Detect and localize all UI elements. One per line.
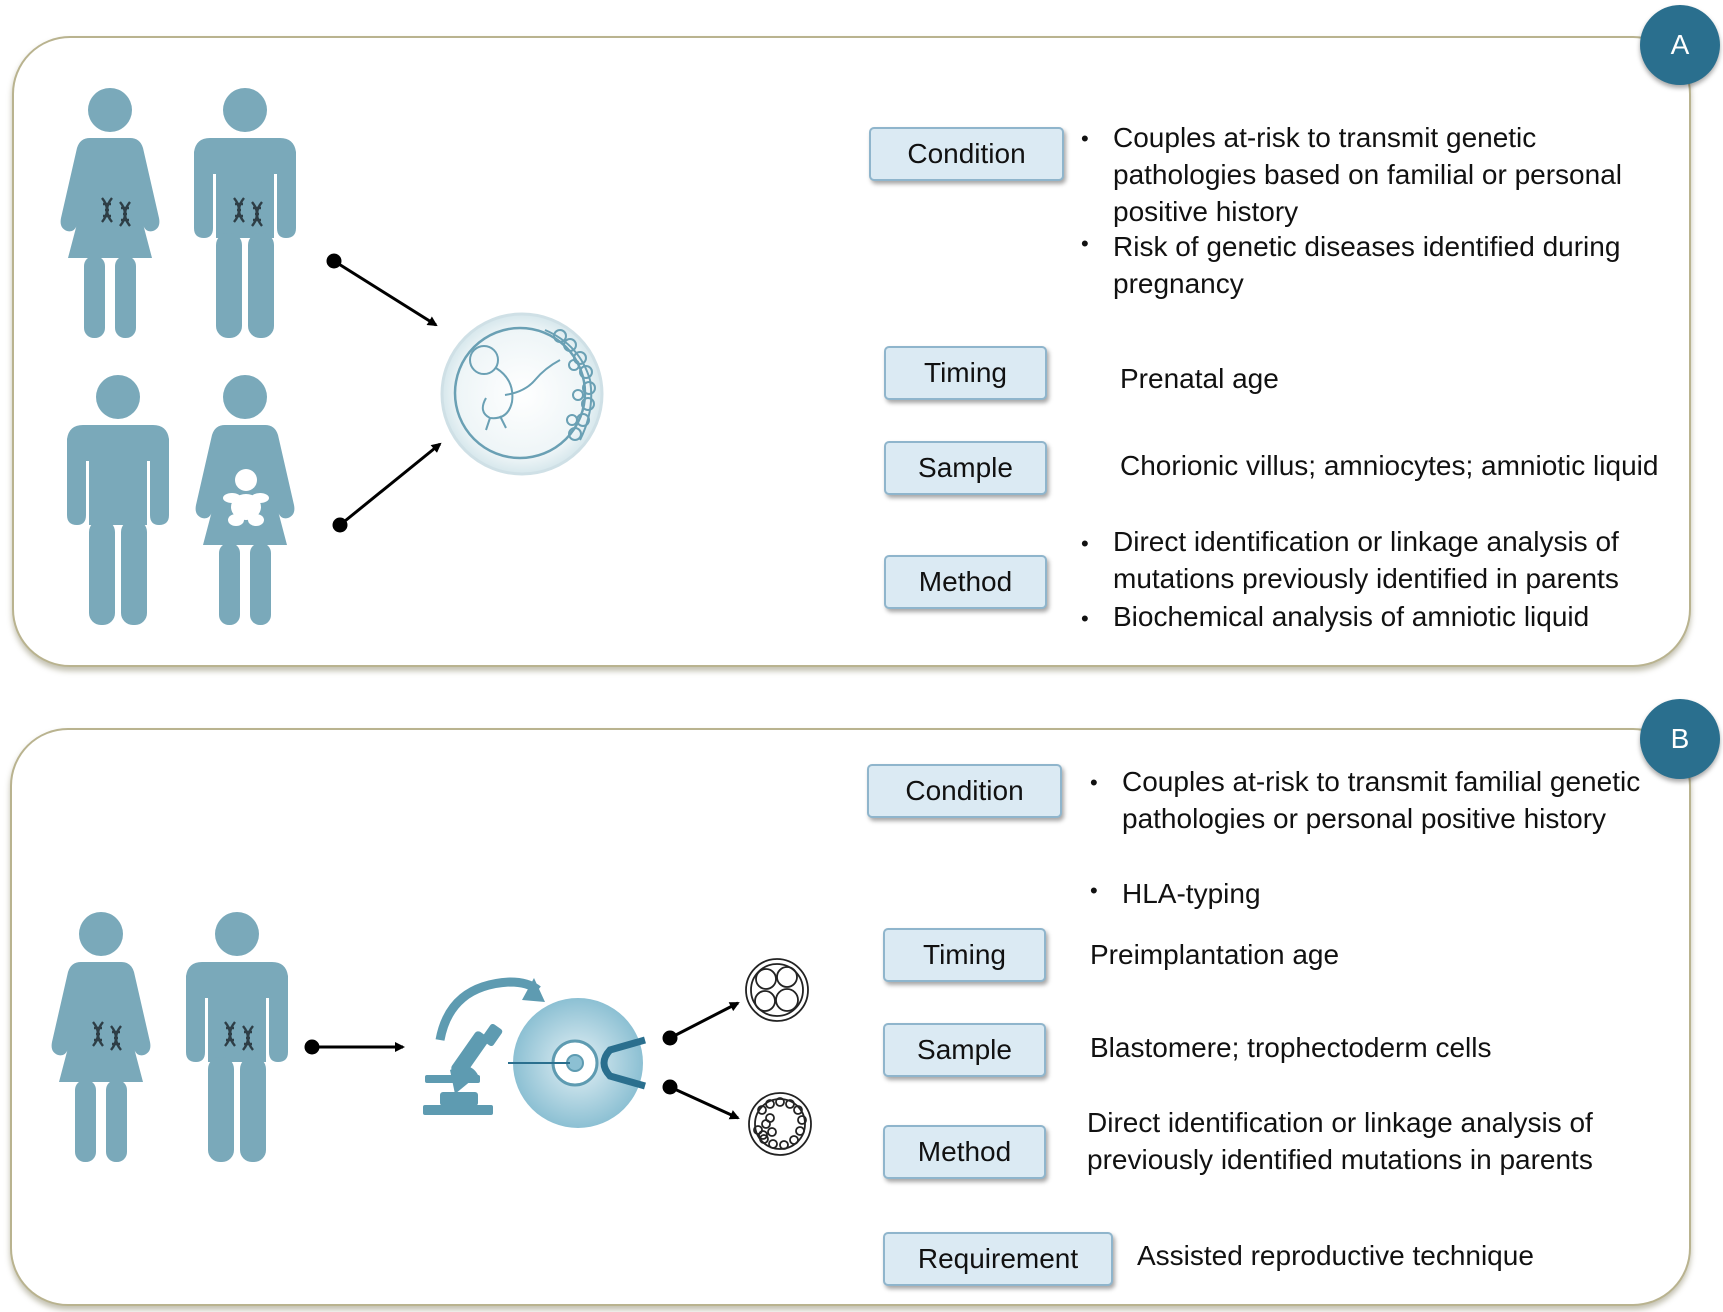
- method-item-a1: Direct identification or linkage analysi…: [1113, 526, 1619, 594]
- timing-value-b: Preimplantation age: [1090, 939, 1340, 970]
- bullet-marker: •: [1081, 126, 1089, 151]
- baby-icon: [223, 469, 269, 526]
- panel-a-badge: A: [1640, 5, 1720, 85]
- condition-item-b2: HLA-typing: [1122, 878, 1261, 909]
- bullet-marker: •: [1081, 606, 1089, 631]
- method-item-a2: Biochemical analysis of amniotic liquid: [1113, 601, 1590, 632]
- blastocyst-icon: [748, 1092, 812, 1156]
- sample-label-a: Sample: [884, 441, 1047, 495]
- microscope-icon: [423, 977, 545, 1115]
- fetus-icon: [440, 312, 604, 476]
- panel-b-badge: B: [1640, 699, 1720, 779]
- method-label-a: Method: [884, 555, 1047, 609]
- condition-item-b1: Couples at-risk to transmit familial gen…: [1122, 766, 1641, 834]
- method-value-b: Direct identification or linkage analysi…: [1087, 1107, 1593, 1175]
- woman-icon: [60, 88, 160, 338]
- sample-value-b: Blastomere; trophectoderm cells: [1090, 1032, 1492, 1063]
- bullet-marker: •: [1081, 231, 1089, 256]
- man-icon: [67, 375, 169, 625]
- requirement-value-b: Assisted reproductive technique: [1137, 1240, 1534, 1271]
- timing-label-b: Timing: [883, 928, 1046, 982]
- man-icon: [186, 912, 288, 1162]
- timing-value-a: Prenatal age: [1120, 363, 1279, 394]
- bullet-marker: •: [1090, 878, 1098, 903]
- sample-value-a: Chorionic villus; amniocytes; amniotic l…: [1120, 450, 1659, 481]
- condition-label-a: Condition: [869, 127, 1064, 181]
- requirement-label-b: Requirement: [883, 1232, 1113, 1286]
- embryo-cleavage-icon: [745, 958, 809, 1022]
- man-icon: [194, 88, 296, 338]
- condition-label-b: Condition: [867, 764, 1062, 818]
- micromanipulation-icon: [508, 998, 646, 1128]
- woman-icon: [51, 912, 151, 1162]
- method-label-b: Method: [883, 1125, 1046, 1179]
- panel-a-frame: [12, 36, 1691, 667]
- condition-item-a1: Couples at-risk to transmit genetic path…: [1113, 122, 1622, 227]
- condition-item-a2: Risk of genetic diseases identified duri…: [1113, 231, 1621, 299]
- sample-label-b: Sample: [883, 1023, 1046, 1077]
- timing-label-a: Timing: [884, 346, 1047, 400]
- panel-b-frame: [10, 728, 1691, 1306]
- bullet-marker: •: [1090, 770, 1098, 795]
- bullet-marker: •: [1081, 531, 1089, 556]
